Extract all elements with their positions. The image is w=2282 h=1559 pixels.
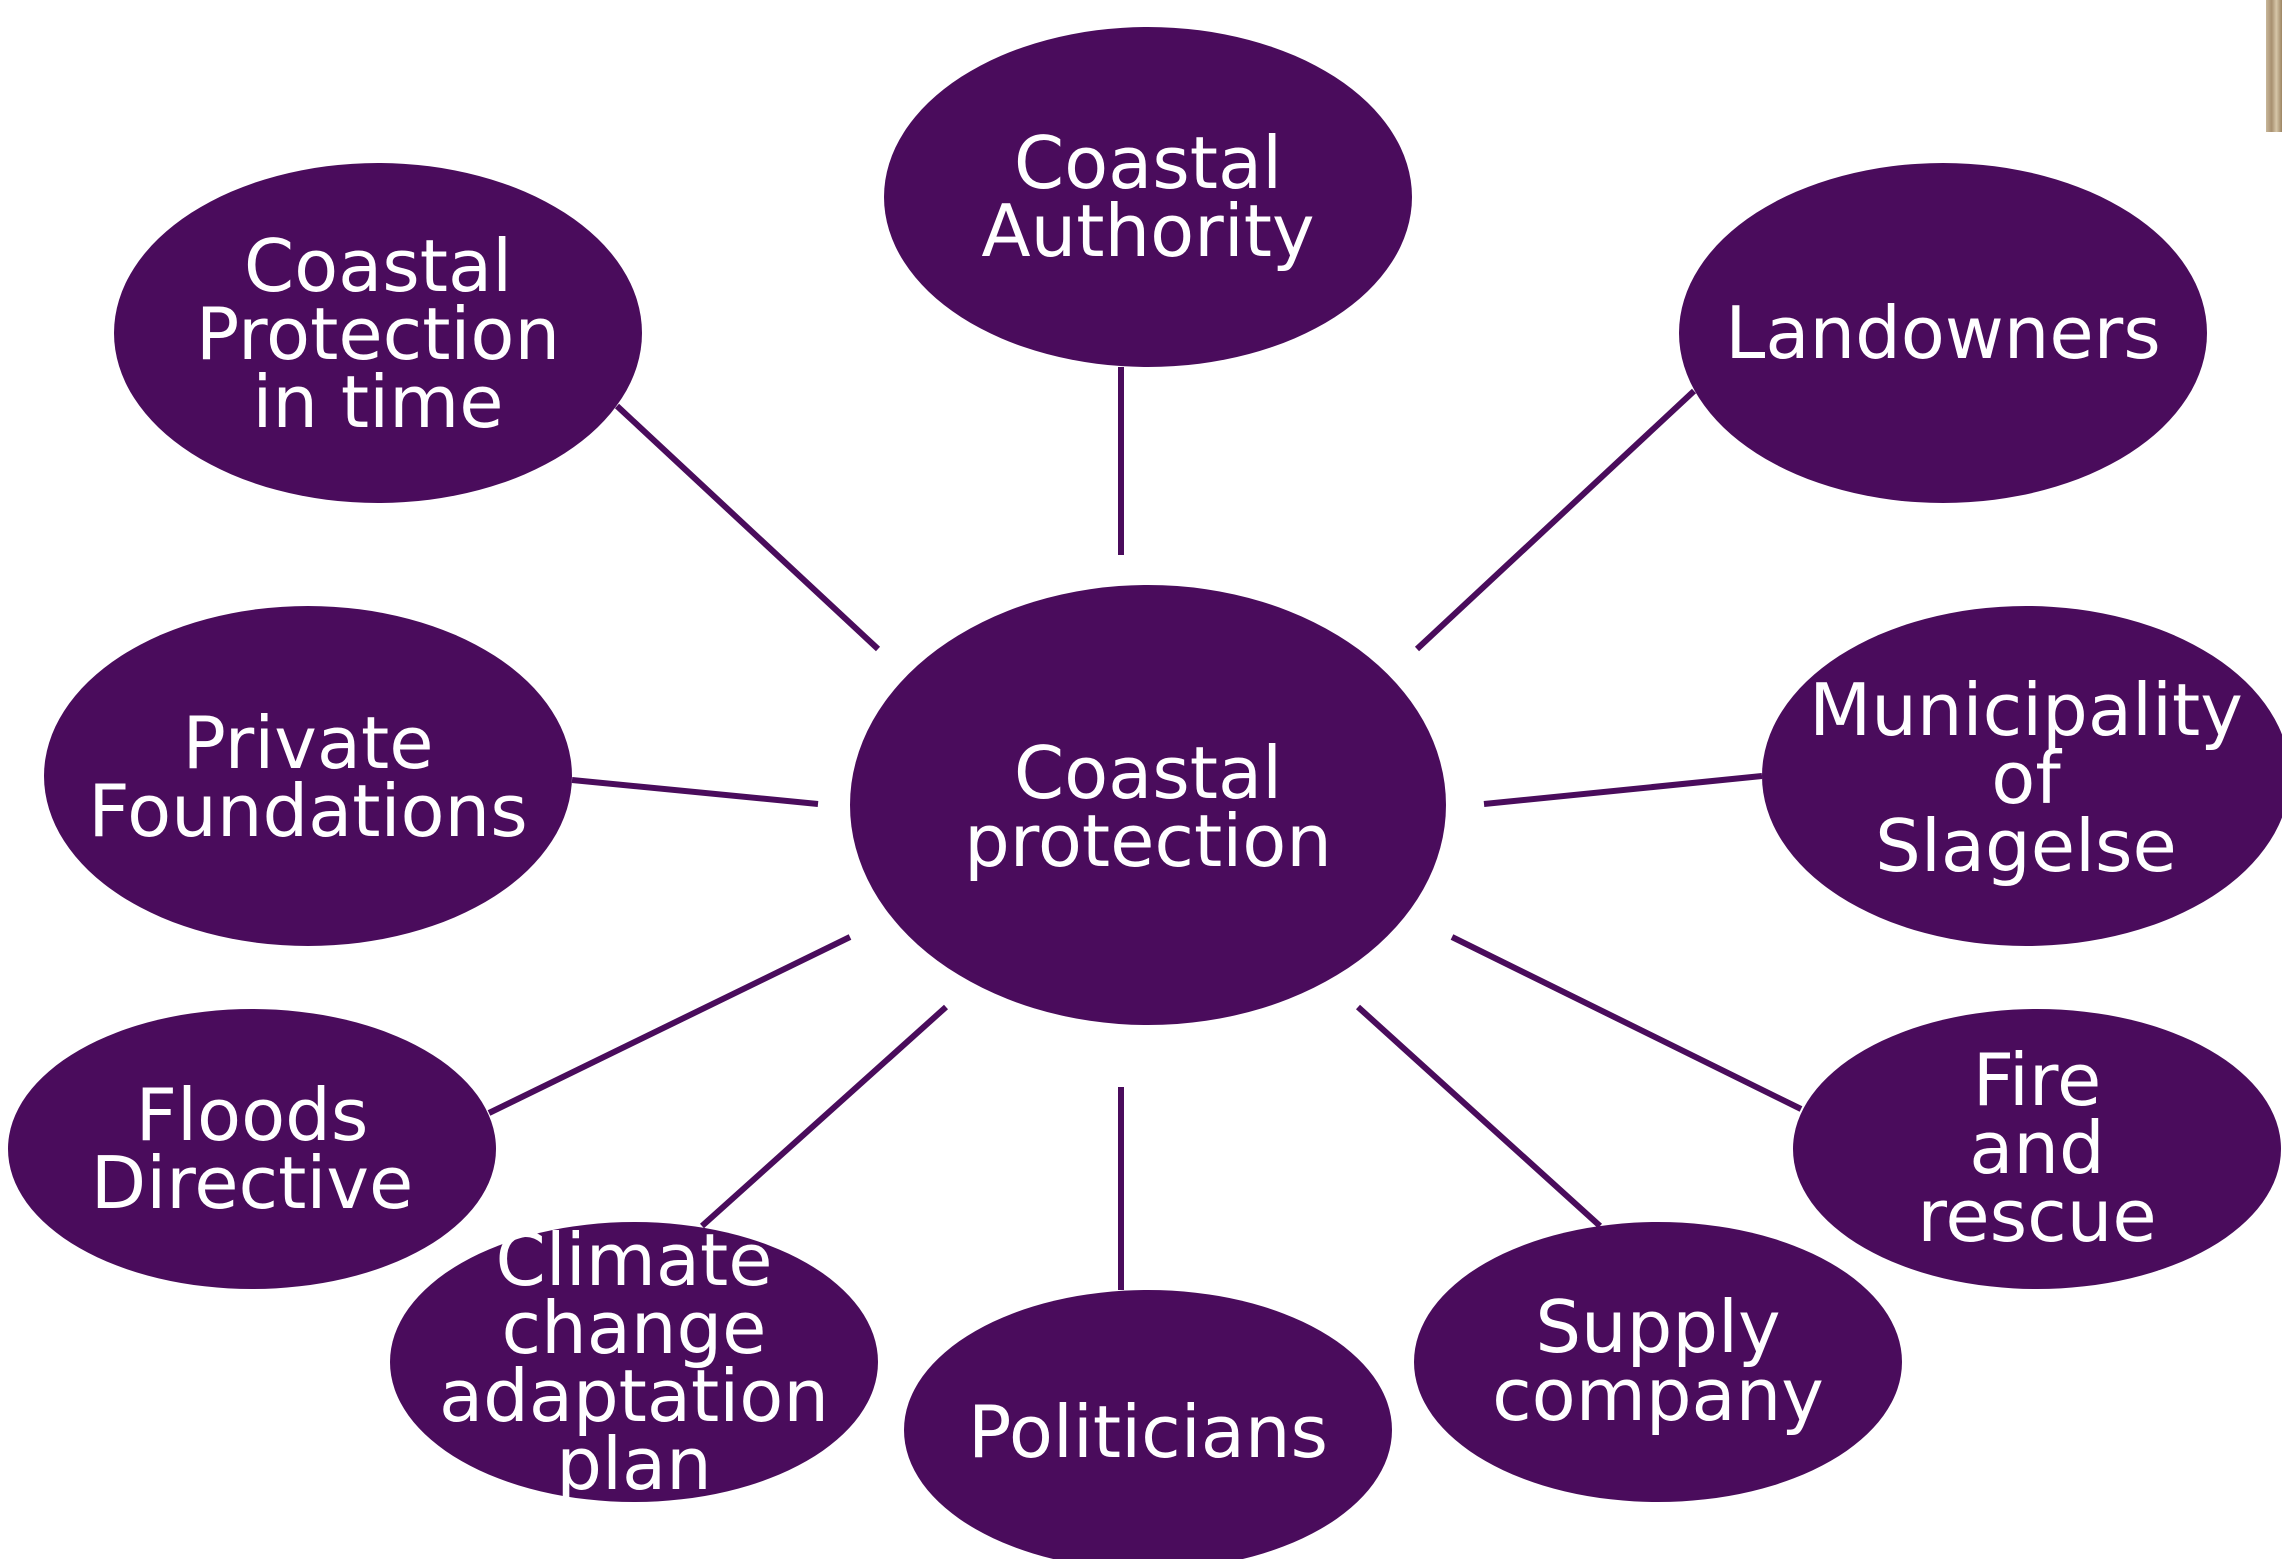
bubble-shape-private-foundations (44, 606, 572, 946)
bubble-label-private-foundations-line-1: Foundations (88, 769, 527, 853)
bubble-shape-floods-directive (8, 1009, 496, 1289)
bubble-label-climate-change-adaptation-plan-line-2: adaptation (439, 1354, 829, 1438)
connector-floods-directive (487, 934, 852, 1116)
bubble-shape-coastal-protection (850, 585, 1446, 1025)
connector-fire-and-rescue (1450, 934, 1803, 1112)
bubble-shape-municipality-of-slagelse (1762, 606, 2282, 946)
bubble-label-fire-and-rescue-line-2: rescue (1917, 1174, 2156, 1258)
bubble-label-landowners-line-0: Landowners (1725, 291, 2161, 375)
bubble-label-supply-company-line-0: Supply (1535, 1285, 1780, 1369)
bubble-shape-coastal-protection-in-time (114, 163, 642, 503)
connector-coastal-protection-in-time (614, 403, 881, 652)
bubble-shape-supply-company (1414, 1222, 1902, 1502)
connector-landowners (1414, 388, 1697, 652)
bubble-label-coastal-authority-line-1: Authority (981, 189, 1314, 273)
bubble-label-coastal-authority-line-0: Coastal (1014, 121, 1282, 205)
bubble-landowners: Landowners (1679, 163, 2207, 503)
bubble-label-fire-and-rescue-line-1: and (1969, 1106, 2104, 1190)
bubble-label-municipality-of-slagelse-line-0: Municipality (1809, 668, 2243, 752)
bubble-label-coastal-protection-in-time-line-0: Coastal (244, 224, 512, 308)
bubble-label-politicians-line-0: Politicians (968, 1390, 1328, 1474)
bubble-label-municipality-of-slagelse-line-1: of (1991, 736, 2062, 820)
bubble-label-supply-company-line-1: company (1492, 1353, 1824, 1437)
bubble-label-climate-change-adaptation-plan-line-3: plan (556, 1422, 711, 1506)
photo-edge-image (2266, 0, 2282, 132)
bubble-label-climate-change-adaptation-plan-line-0: Climate (495, 1218, 772, 1302)
bubble-label-coastal-protection-in-time-line-1: Protection (196, 292, 560, 376)
bubble-label-floods-directive-line-0: Floods (136, 1073, 369, 1157)
connector-municipality-of-slagelse (1483, 773, 1763, 807)
bubble-label-municipality-of-slagelse-line-2: Slagelse (1875, 804, 2177, 888)
connector-lines (487, 367, 1803, 1290)
bubble-label-floods-directive-line-1: Directive (91, 1141, 414, 1225)
bubble-label-coastal-protection-in-time-line-2: in time (252, 360, 503, 444)
bubble-politicians: Politicians (904, 1290, 1392, 1559)
bubble-label-coastal-protection-line-1: protection (964, 799, 1332, 883)
bubble-shape-climate-change-adaptation-plan (390, 1222, 878, 1502)
bubble-label-fire-and-rescue-line-0: Fire (1973, 1038, 2102, 1122)
bubble-shape-fire-and-rescue (1793, 1009, 2281, 1289)
bubble-label-climate-change-adaptation-plan-line-1: change (502, 1286, 767, 1370)
bubble-shape-landowners (1679, 163, 2207, 503)
bubble-label-coastal-protection-line-0: Coastal (1014, 731, 1282, 815)
bubble-label-private-foundations-line-0: Private (182, 701, 433, 785)
bubble-shape-coastal-authority (884, 27, 1412, 367)
bubbles: CoastalprotectionCoastalAuthorityLandown… (8, 27, 2282, 1559)
connector-climate-change-adaptation-plan (699, 1004, 949, 1229)
bubble-shape-politicians (904, 1290, 1392, 1559)
connector-private-foundations (571, 777, 819, 807)
connector-supply-company (1355, 1004, 1603, 1229)
